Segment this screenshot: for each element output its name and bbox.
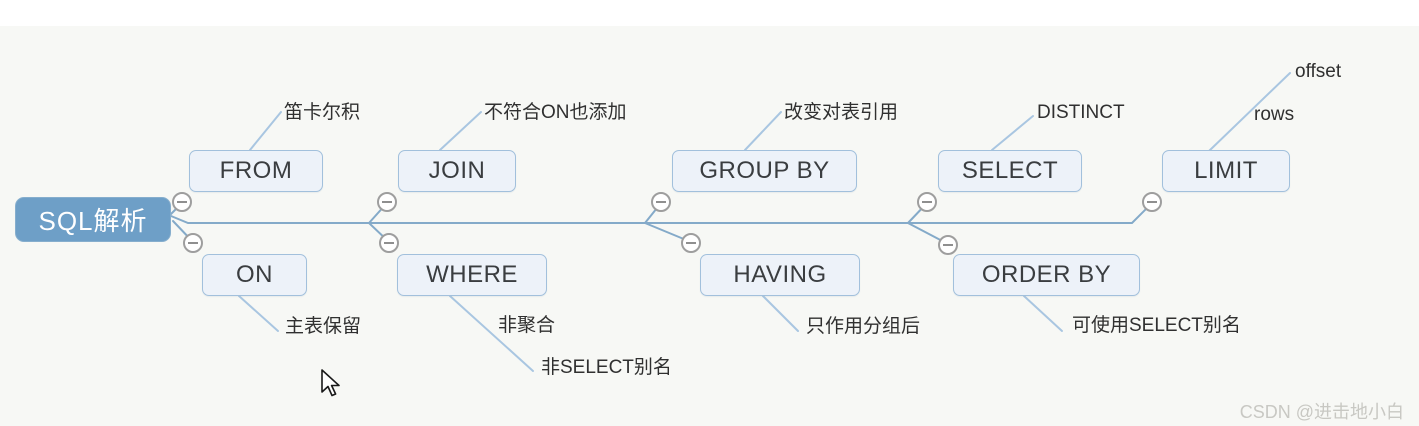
annotation-having-after-grouping[interactable]: 只作用分组后 — [806, 316, 921, 337]
node-group-by[interactable]: GROUP BY — [672, 150, 857, 192]
minus-glyph — [382, 201, 392, 203]
minus-glyph — [922, 201, 932, 203]
annotation-join-add-even-not-on[interactable]: 不符合ON也添加 — [484, 102, 627, 123]
node-join[interactable]: JOIN — [398, 150, 516, 192]
minus-glyph — [943, 244, 953, 246]
minus-glyph — [384, 242, 394, 244]
node-where[interactable]: WHERE — [397, 254, 547, 296]
annotation-group-by-table-ref[interactable]: 改变对表引用 — [784, 102, 899, 123]
node-sql-root[interactable]: SQL解析 — [15, 197, 171, 242]
node-limit[interactable]: LIMIT — [1162, 150, 1290, 192]
collapse-icon-join[interactable] — [377, 192, 397, 212]
minus-glyph — [686, 242, 696, 244]
node-having[interactable]: HAVING — [700, 254, 860, 296]
node-order-by[interactable]: ORDER BY — [953, 254, 1140, 296]
annotation-from-cartesian-product[interactable]: 笛卡尔积 — [284, 102, 361, 123]
collapse-icon-limit[interactable] — [1142, 192, 1162, 212]
collapse-icon-group-by[interactable] — [651, 192, 671, 212]
collapse-icon-from[interactable] — [172, 192, 192, 212]
watermark: CSDN @进击地小白 — [1239, 402, 1404, 422]
collapse-icon-where[interactable] — [379, 233, 399, 253]
collapse-icon-on[interactable] — [183, 233, 203, 253]
top-white-strip — [0, 0, 1419, 26]
annotation-select-distinct[interactable]: DISTINCT — [1037, 102, 1125, 123]
node-select[interactable]: SELECT — [938, 150, 1082, 192]
mouse-cursor — [321, 369, 340, 397]
collapse-icon-having[interactable] — [681, 233, 701, 253]
minus-glyph — [1147, 201, 1157, 203]
annotation-limit-rows[interactable]: rows — [1254, 104, 1295, 125]
annotation-limit-offset[interactable]: offset — [1295, 61, 1342, 82]
node-on[interactable]: ON — [202, 254, 307, 296]
collapse-icon-select[interactable] — [917, 192, 937, 212]
minus-glyph — [177, 201, 187, 203]
annotation-where-no-select-alias[interactable]: 非SELECT别名 — [541, 357, 672, 378]
minus-glyph — [188, 242, 198, 244]
node-from[interactable]: FROM — [189, 150, 323, 192]
minus-glyph — [656, 201, 666, 203]
collapse-icon-order-by[interactable] — [938, 235, 958, 255]
annotation-on-main-table-kept[interactable]: 主表保留 — [285, 316, 362, 337]
annotation-order-by-select-alias[interactable]: 可使用SELECT别名 — [1072, 315, 1241, 336]
annotation-where-non-aggregate[interactable]: 非聚合 — [498, 315, 556, 336]
